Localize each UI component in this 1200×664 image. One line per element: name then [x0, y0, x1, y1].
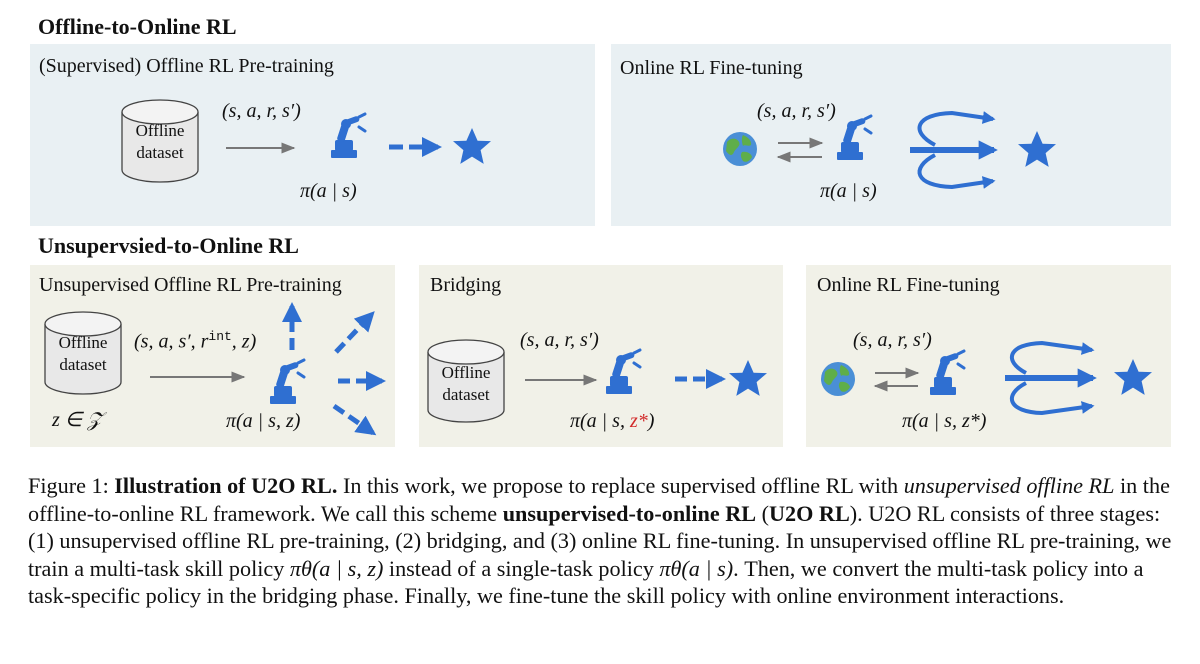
dashed-arrow-upright [334, 311, 375, 354]
panel-online-finetuning-bottom [806, 265, 1171, 447]
panel-title-offline-pretraining: (Supervised) Offline RL Pre-training [39, 55, 334, 77]
section-title-unsupervised-to-online: Unsupervsied-to-Online RL [38, 233, 299, 258]
loop-arrow-icon [1005, 340, 1097, 416]
star-icon [453, 128, 491, 164]
panel-title-online-finetuning-top: Online RL Fine-tuning [620, 57, 803, 79]
panel-title-bridging: Bridging [430, 274, 502, 296]
robot-arm-icon [329, 112, 367, 160]
policy-label: π(a | s, z) [226, 410, 301, 432]
policy-label: π(a | s, z*) [570, 410, 655, 432]
star-icon [729, 360, 767, 396]
policy-label: π(a | s) [300, 180, 357, 202]
transition-tuple: (s, a, r, s′) [853, 329, 932, 351]
dashed-arrow-downright [332, 403, 377, 436]
robot-arm-icon [268, 358, 306, 406]
transition-tuple: (s, a, s′, rint, z) [134, 329, 257, 353]
robot-arm-icon [604, 348, 642, 396]
policy-label: π(a | s, z*) [902, 410, 987, 432]
section-title-offline-to-online: Offline-to-Online RL [38, 14, 237, 39]
robot-arm-icon [928, 349, 966, 397]
transition-tuple: (s, a, r, s′) [757, 100, 836, 122]
skill-set-label: z ∈ 𝒵 [52, 409, 103, 431]
globe-icon [723, 132, 757, 166]
globe-icon [821, 362, 855, 396]
robot-arm-icon [835, 114, 873, 162]
panel-online-finetuning-top [611, 44, 1171, 226]
transition-tuple: (s, a, r, s′) [520, 329, 599, 351]
panel-title-online-finetuning-bottom: Online RL Fine-tuning [817, 274, 1000, 296]
policy-label: π(a | s) [820, 180, 877, 202]
loop-arrow-icon [910, 110, 998, 190]
transition-tuple: (s, a, r, s′) [222, 100, 301, 122]
star-icon [1018, 131, 1056, 167]
figure-caption: Figure 1: Illustration of U2O RL. In thi… [28, 473, 1172, 609]
star-icon [1114, 359, 1152, 395]
panel-title-unsupervised-pretraining: Unsupervised Offline RL Pre-training [39, 274, 342, 296]
